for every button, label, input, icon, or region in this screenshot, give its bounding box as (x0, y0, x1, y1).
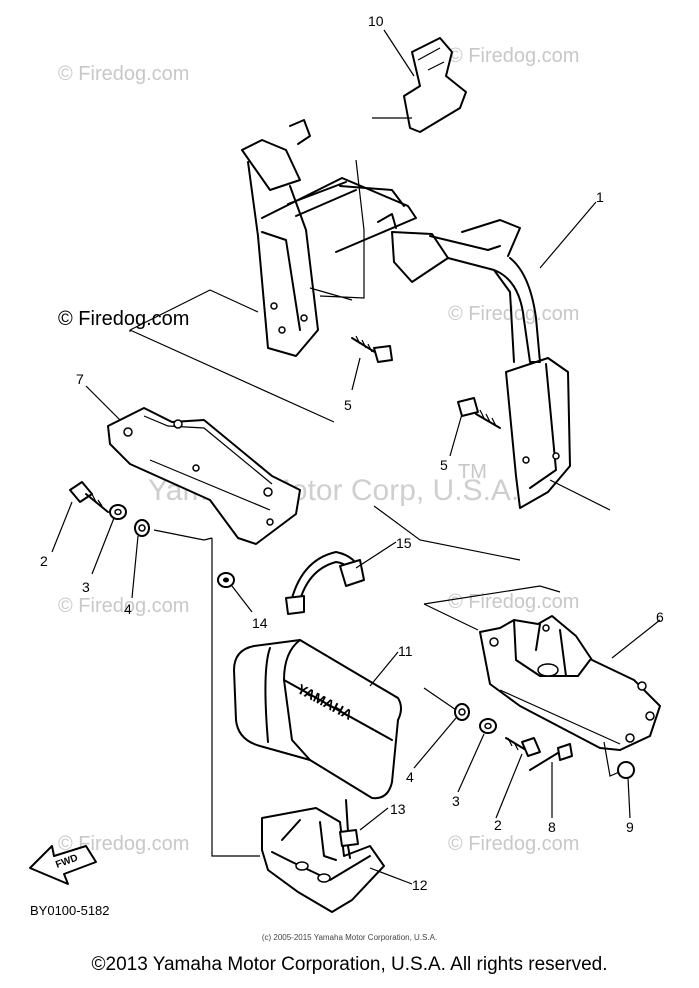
callout-2a: 2 (40, 553, 48, 569)
watermark-firedog-2: © Firedog.com (448, 45, 579, 67)
callout-14: 14 (252, 615, 268, 631)
part-5-bolt-right (457, 397, 501, 429)
callout-5b: 5 (440, 457, 448, 473)
part-14-grommet (217, 572, 235, 588)
copyright-notice: ©2013 Yamaha Motor Corporation, U.S.A. A… (91, 954, 608, 975)
part-15-battery-strap (285, 551, 365, 615)
watermark-tm: TM (458, 461, 487, 483)
part-2-bolt-right (505, 737, 541, 757)
part-7-bracket-plate (107, 407, 301, 545)
part-3-washer-left (109, 504, 127, 520)
callout-9: 9 (626, 819, 634, 835)
diagram-code: BY0100-5182 (30, 903, 110, 918)
part-8-cotter-pin (529, 743, 573, 771)
watermark-firedog-3: © Firedog.com (448, 303, 579, 325)
part-9-clip (617, 761, 635, 779)
callout-13: 13 (390, 801, 406, 817)
fwd-direction-arrow: FWD (29, 845, 97, 885)
callout-4a: 4 (124, 601, 132, 617)
callout-7: 7 (76, 371, 84, 387)
callout-1: 1 (596, 189, 604, 205)
callout-8: 8 (548, 819, 556, 835)
part-10-bracket (403, 37, 467, 133)
callout-12: 12 (412, 877, 428, 893)
watermark-firedog-1: © Firedog.com (58, 63, 189, 85)
part-4-nut-right (454, 703, 470, 721)
part-3-washer-right (479, 718, 497, 734)
callout-11: 11 (398, 643, 413, 659)
callout-10: 10 (368, 13, 384, 29)
watermark-firedog-dark: © Firedog.com (58, 308, 189, 330)
callout-3a: 3 (82, 579, 90, 595)
callout-15: 15 (396, 535, 412, 551)
part-12-battery-tray (261, 807, 385, 913)
copyright-small: (c) 2005-2015 Yamaha Motor Corporation, … (261, 933, 438, 942)
callout-5a: 5 (344, 397, 352, 413)
watermark-firedog-5: © Firedog.com (58, 595, 189, 617)
callout-6: 6 (656, 609, 664, 625)
callout-3b: 3 (452, 793, 460, 809)
part-11-battery: YAMAHA (233, 639, 402, 800)
part-6-mount-bracket (479, 615, 661, 751)
callout-4b: 4 (406, 769, 414, 785)
part-2-bolt-left (69, 481, 109, 513)
part-5-bolt-left (351, 335, 393, 363)
watermark-firedog-6: © Firedog.com (58, 833, 189, 855)
watermark-firedog-7: © Firedog.com (448, 833, 579, 855)
part-1-front-rack (241, 119, 571, 509)
watermark-firedog-4: © Firedog.com (448, 591, 579, 613)
part-13-fastener (339, 799, 359, 859)
callout-2b: 2 (494, 817, 502, 833)
part-4-nut-left (134, 519, 150, 537)
